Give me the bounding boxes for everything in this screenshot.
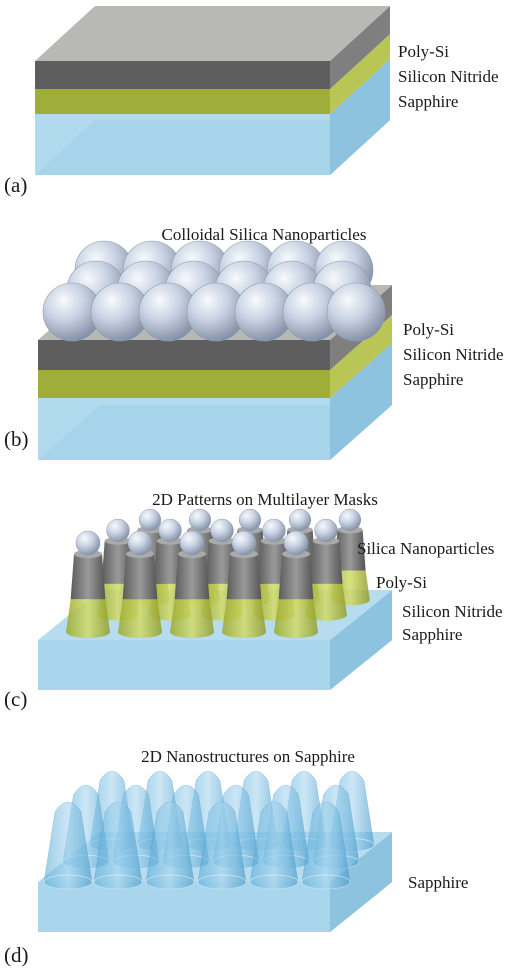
mask-pillar	[66, 530, 110, 638]
mask-pillar	[253, 518, 295, 621]
poly-si-layer	[35, 6, 390, 89]
mask-pillar	[305, 518, 347, 621]
mask-pillar	[274, 530, 318, 638]
multilayer-mask-pillar-array	[66, 508, 370, 638]
label-sapphire: Sapphire	[408, 873, 468, 892]
silica-nanoparticle-array	[42, 240, 386, 342]
mask-pillar	[118, 530, 162, 638]
silicon-nitride-layer	[38, 315, 392, 398]
label-silicon-nitride: Silicon Nitride	[402, 602, 503, 621]
label-sapphire: Sapphire	[403, 370, 463, 389]
label-poly-si: Poly-Si	[376, 573, 427, 592]
mask-pillar	[170, 530, 214, 638]
panel-c-title: 2D Patterns on Multilayer Masks	[152, 490, 378, 509]
label-silicon-nitride: Silicon Nitride	[403, 345, 504, 364]
sapphire-layer	[38, 343, 392, 460]
panel-a: Poly-Si Silicon Nitride Sapphire (a)	[4, 6, 499, 197]
label-silicon-nitride: Silicon Nitride	[398, 67, 499, 86]
silicon-nitride-layer	[35, 34, 390, 114]
panel-label-a: (a)	[4, 173, 27, 197]
panel-d-title: 2D Nanostructures on Sapphire	[141, 747, 355, 766]
silica-nanoparticle	[326, 282, 386, 342]
label-sapphire: Sapphire	[402, 625, 462, 644]
label-sapphire: Sapphire	[398, 92, 458, 111]
label-poly-si: Poly-Si	[403, 320, 454, 339]
panel-label-b: (b)	[4, 427, 29, 451]
panel-label-d: (d)	[4, 943, 29, 967]
panel-c: 2D Patterns on Multilayer Masks Silica N…	[4, 490, 503, 711]
label-poly-si: Poly-Si	[398, 42, 449, 61]
label-silica-nanoparticles: Silica Nanoparticles	[357, 539, 494, 558]
panel-label-c: (c)	[4, 687, 27, 711]
sapphire-layer	[35, 59, 390, 175]
panel-b-title: Colloidal Silica Nanoparticles	[162, 225, 367, 244]
sapphire-nanostructure-array	[43, 771, 375, 890]
mask-pillar	[222, 530, 266, 638]
panel-d: 2D Nanostructures on Sapphire Sapphire (…	[4, 747, 468, 967]
panel-b: Colloidal Silica Nanoparticles Poly-Si S…	[4, 225, 504, 460]
